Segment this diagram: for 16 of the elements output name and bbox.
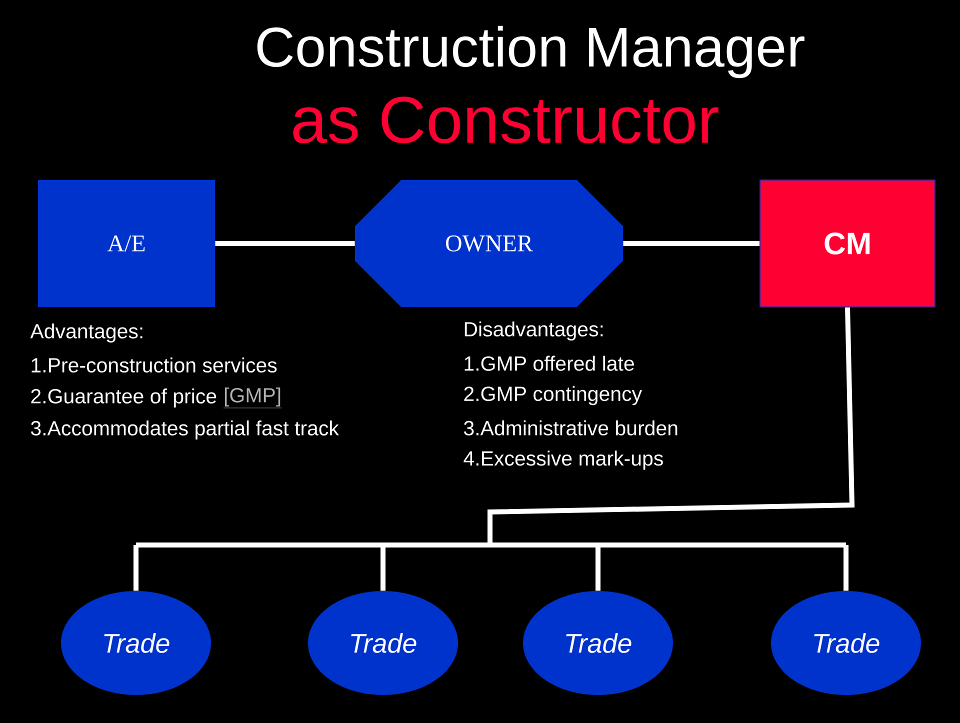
subtitle: as Constructor: [293, 96, 718, 144]
connector-line: [134, 305, 855, 591]
list-item: 4.Excessive mark-ups: [464, 450, 663, 470]
process-box: A/E: [38, 180, 215, 307]
list-item: 2.GMP contingency: [464, 386, 642, 406]
connector-line: [623, 241, 760, 246]
connector-line: [215, 241, 355, 246]
list-item: 3.Accommodates partial fast track: [30, 420, 339, 440]
octagon-box: OWNER: [355, 180, 623, 307]
list-item: 3.Administrative burden: [464, 420, 678, 436]
list-item: 1.GMP offered late: [464, 356, 634, 371]
list-item: 1.Pre-construction services: [32, 357, 277, 373]
process-box: CM: [760, 180, 936, 308]
title: Construction Manager: [257, 26, 804, 78]
link: [GMP]: [223, 387, 282, 408]
list-item: 2.Guarantee of price: [31, 388, 216, 408]
